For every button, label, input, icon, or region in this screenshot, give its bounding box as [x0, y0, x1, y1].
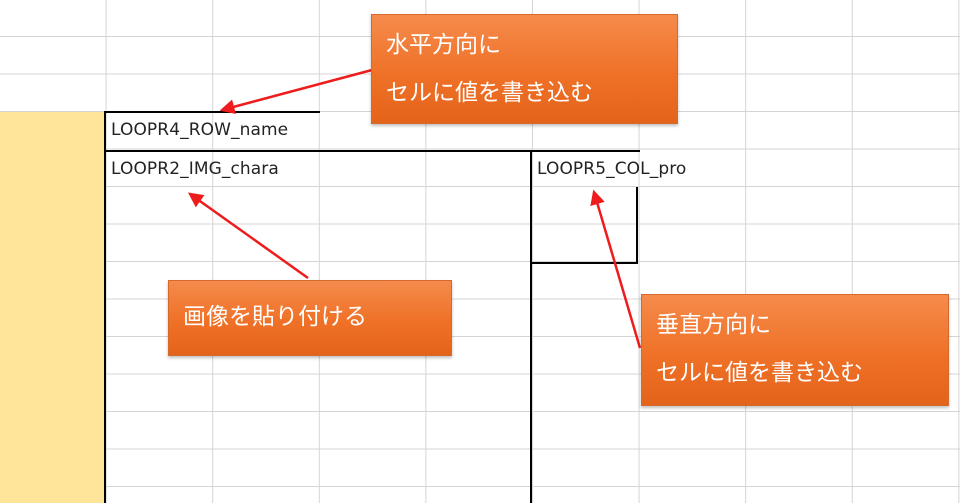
callout-horizontal-line2: セルに値を書き込む — [386, 80, 593, 106]
cell-col-template[interactable]: LOOPR5_COL_pro — [537, 159, 687, 179]
template-left-border — [104, 111, 106, 503]
highlighted-column[interactable] — [0, 112, 104, 503]
row-template-bottom-border — [104, 150, 640, 152]
callout-vertical-line1: 垂直方向に — [656, 312, 771, 338]
callout-image: 画像を貼り付ける — [168, 280, 452, 356]
callout-vertical: 垂直方向に セルに値を書き込む — [641, 294, 949, 406]
callout-horizontal: 水平方向に セルに値を書き込む — [371, 14, 678, 124]
callout-horizontal-line1: 水平方向に — [386, 32, 501, 58]
image-area-right-border — [530, 150, 532, 503]
callout-image-line1: 画像を貼り付ける — [183, 304, 367, 330]
col-template-bottom-border — [530, 262, 638, 264]
row-template-top-border — [104, 111, 320, 113]
col-template-right-border — [636, 187, 638, 263]
callout-vertical-line2: セルに値を書き込む — [656, 360, 863, 386]
cell-row-template[interactable]: LOOPR4_ROW_name — [111, 120, 289, 140]
cell-image-template[interactable]: LOOPR2_IMG_chara — [111, 159, 279, 179]
